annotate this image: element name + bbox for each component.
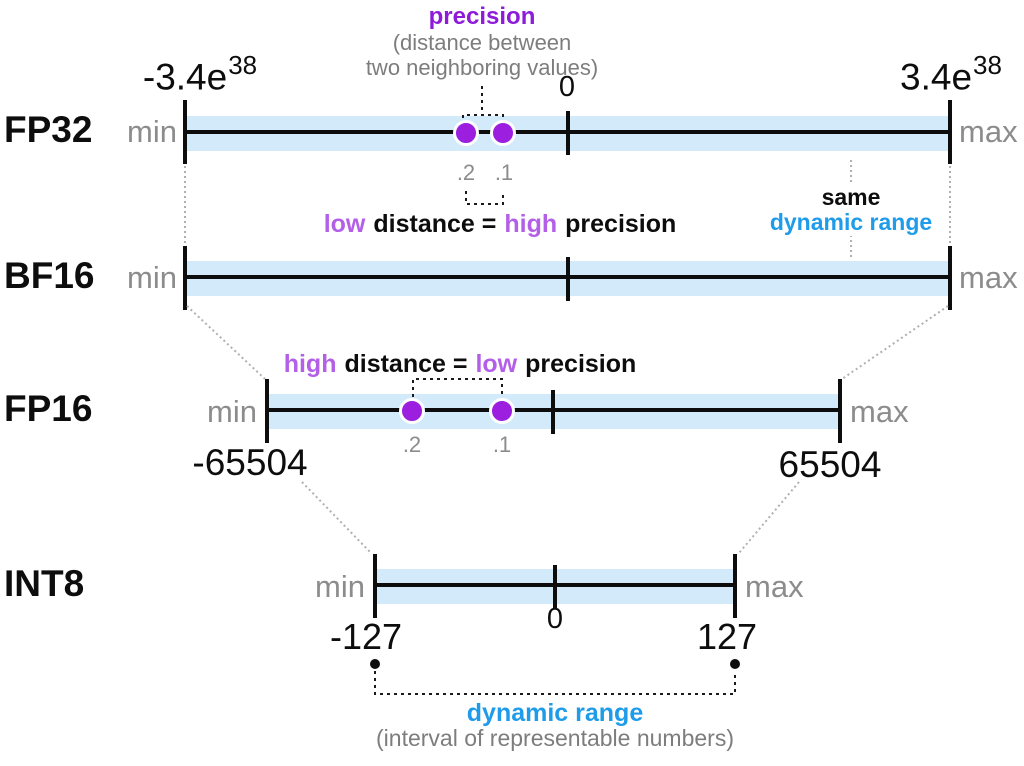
int8-zero-tick: [553, 565, 557, 609]
fp32-value-dot-left: [453, 120, 479, 146]
fp32-min-tick: [183, 100, 187, 164]
fp16-dots-bracket: [412, 378, 503, 397]
int8-max-value: 127: [696, 616, 758, 657]
fp32-value-dot-right: [490, 120, 516, 146]
bf16-fp16-left-connector: [186, 305, 266, 380]
int8-min-tick: [373, 554, 377, 618]
bf16-fp16-right-connector: [841, 305, 949, 380]
precision-subtitle-line2: two neighboring values): [365, 55, 599, 80]
precision-title: precision: [428, 3, 536, 30]
fp32-max-value-exp: 38: [973, 50, 1002, 80]
same-note-line1: same: [821, 184, 881, 210]
bf16-zero-tick: [566, 257, 570, 301]
fp32-min-value-exp: 38: [228, 50, 258, 80]
fp16-note-low: low: [475, 350, 518, 378]
fp32-dot-label-left: .2: [456, 160, 476, 185]
bf16-min-label: min: [127, 260, 177, 295]
fp16-max-value: 65504: [778, 444, 882, 485]
fp32-zero-label: 0: [558, 71, 576, 103]
fp32-note-mid: distance =: [373, 210, 497, 238]
fp16-note-high: high: [283, 350, 337, 378]
int8-min-label: min: [315, 569, 365, 604]
fp16-zero-tick: [551, 390, 555, 434]
fp16-max-label: max: [850, 394, 909, 429]
fp16-dot-label-right: .1: [492, 432, 512, 457]
bf16-min-tick: [183, 246, 187, 310]
bf16-max-label: max: [959, 260, 1018, 295]
fp16-max-tick: [838, 379, 842, 443]
int8-max-label: max: [745, 569, 804, 604]
fp16-note-mid: distance =: [344, 350, 468, 378]
fp32-min-value-base: -3.4e: [142, 56, 228, 98]
int8-max-tick: [733, 554, 737, 618]
fp16-value-dot-right: [489, 398, 515, 424]
int8-range-dot-left: [370, 659, 380, 669]
int8-zero-label: 0: [546, 603, 564, 635]
fp16-note-end: precision: [525, 350, 637, 378]
fp16-int8-left-connector: [301, 481, 372, 554]
fp32-max-label: max: [959, 114, 1018, 149]
fp32-note-low: low: [323, 210, 366, 238]
fp32-max-value: 3.4e38: [900, 50, 1002, 98]
fp32-dot-label-right: .1: [494, 160, 514, 185]
fp16-value-dot-left: [399, 398, 425, 424]
fp32-note-high: high: [504, 210, 558, 238]
fp32-max-tick: [948, 100, 952, 164]
same-dynamic-range-note: same dynamic range: [764, 184, 938, 236]
fp16-min-label: min: [207, 394, 257, 429]
fp32-max-value-base: 3.4e: [900, 56, 973, 98]
int8-dynamic-range-bracket: [374, 671, 736, 695]
fp32-row-label: FP32: [4, 109, 93, 150]
same-note-line2: dynamic range: [769, 209, 933, 235]
fp16-dot-label-left: .2: [402, 432, 422, 457]
fp16-int8-right-connector: [738, 481, 800, 554]
fp32-zero-tick: [566, 111, 570, 155]
fp16-min-value: -65504: [192, 442, 308, 483]
fp16-min-tick: [265, 379, 269, 443]
int8-min-value: -127: [329, 616, 403, 657]
int8-range-dot-right: [730, 659, 740, 669]
int8-row-label: INT8: [4, 563, 85, 604]
precision-subtitle-line1: (distance between: [392, 30, 572, 55]
fp32-min-label: min: [127, 114, 177, 149]
dynamic-range-subtitle: (interval of representable numbers): [376, 725, 734, 751]
dynamic-range-title: dynamic range: [466, 699, 644, 727]
bf16-max-tick: [948, 246, 952, 310]
bf16-row-label: BF16: [4, 255, 95, 296]
fp32-min-value: -3.4e38: [142, 50, 258, 98]
fp32-dots-bottom-bracket: [465, 191, 504, 205]
fp32-dots-top-bracket: [462, 114, 504, 125]
fp16-row-label: FP16: [4, 388, 93, 429]
fp32-note-end: precision: [565, 210, 677, 238]
